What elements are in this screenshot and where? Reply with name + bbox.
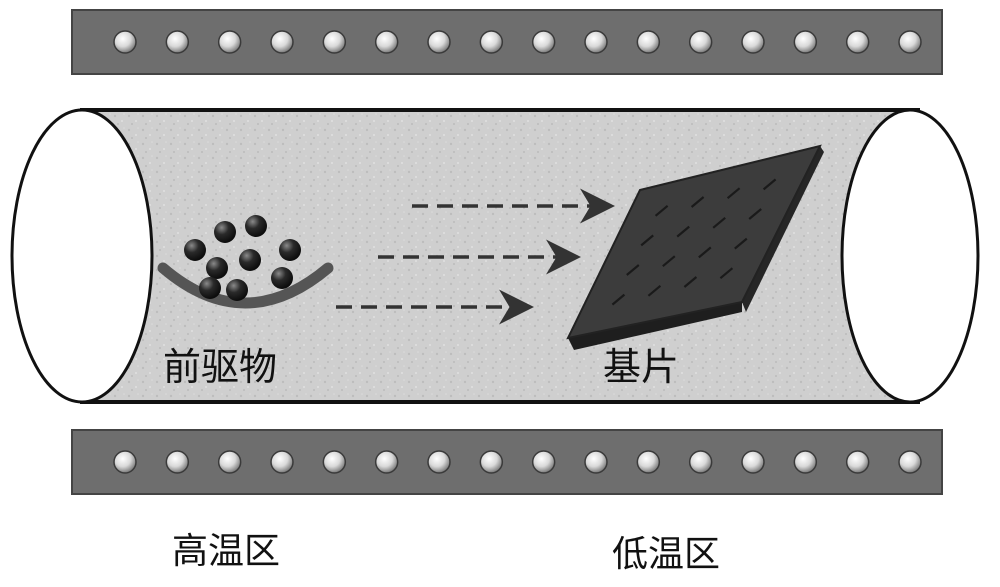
precursor-particle	[239, 249, 261, 271]
heater-bead	[165, 450, 190, 474]
precursor-particle	[199, 277, 221, 299]
heater-bead	[322, 450, 347, 474]
heater-bead	[531, 450, 556, 474]
substrate-mark	[712, 216, 726, 229]
heater-bead	[741, 30, 765, 54]
heater-bead	[636, 450, 661, 474]
heater-bead	[165, 30, 190, 54]
heater-beads-bottom	[113, 450, 922, 474]
heater-bead	[793, 450, 818, 474]
heater-bead	[584, 450, 608, 474]
heater-bead	[374, 450, 399, 474]
tube-right-opening	[840, 108, 980, 404]
precursor-particles	[184, 215, 301, 301]
substrate-edge	[742, 146, 824, 312]
precursor-particle	[214, 221, 236, 243]
heater-bead	[845, 450, 870, 474]
heater-beads-top	[113, 30, 922, 54]
precursor-boat	[157, 215, 334, 309]
heater-bead	[845, 30, 870, 54]
heater-bead	[479, 30, 504, 54]
substrate-mark	[654, 204, 669, 217]
substrate-side	[568, 302, 742, 350]
heater-bead	[270, 450, 294, 474]
precursor-label: 前驱物	[163, 345, 278, 389]
precursor-particle	[184, 239, 206, 261]
substrate-mark	[676, 225, 690, 238]
heater-bead	[217, 30, 242, 54]
substrate-mark	[748, 208, 762, 220]
substrate-mark	[647, 284, 662, 297]
heater-bead	[322, 30, 347, 54]
high-temp-zone-label: 高温区	[172, 531, 281, 572]
substrate-mark	[734, 237, 748, 250]
substrate-wafer	[566, 144, 824, 350]
heater-bead	[688, 30, 713, 54]
low-temp-zone-label: 低温区	[612, 534, 721, 575]
substrate-mark	[662, 255, 676, 268]
heater-bead	[584, 30, 608, 54]
substrate-mark	[611, 293, 626, 306]
heater-bead	[898, 450, 922, 474]
substrate-mark	[683, 276, 698, 288]
substrate-mark	[726, 187, 741, 200]
heater-bead	[113, 30, 137, 54]
heater-bead	[427, 450, 451, 474]
heater-bead	[270, 30, 294, 54]
heater-bead	[636, 30, 661, 54]
heater-bead	[741, 450, 765, 474]
precursor-particle	[226, 279, 248, 301]
substrate-top	[566, 144, 822, 340]
heater-bead	[479, 450, 504, 474]
heater-bead	[898, 30, 922, 54]
heater-bead	[427, 30, 451, 54]
substrate-mark	[762, 178, 777, 191]
substrate-mark	[626, 264, 640, 276]
precursor-particle	[206, 257, 228, 279]
tube-left-opening	[10, 108, 154, 404]
heater-bead	[374, 30, 399, 54]
precursor-particle	[245, 215, 267, 237]
heater-bead	[217, 450, 242, 474]
substrate-mark	[690, 196, 705, 208]
flow-arrows	[336, 188, 615, 325]
heater-bead	[113, 450, 137, 474]
heater-bead	[531, 30, 556, 54]
substrate-pattern	[611, 178, 777, 306]
substrate-mark	[698, 246, 712, 259]
precursor-particle	[279, 239, 301, 261]
substrate-mark	[640, 234, 654, 247]
substrate-label: 基片	[603, 345, 680, 389]
heater-bead	[688, 450, 713, 474]
quartz-tube	[10, 108, 980, 404]
substrate-mark	[719, 267, 734, 280]
precursor-particle	[271, 267, 293, 289]
heater-bead	[793, 30, 818, 54]
boat-curve	[157, 262, 334, 309]
heater-bar-bottom	[71, 429, 943, 495]
heater-bar-top	[71, 9, 943, 75]
